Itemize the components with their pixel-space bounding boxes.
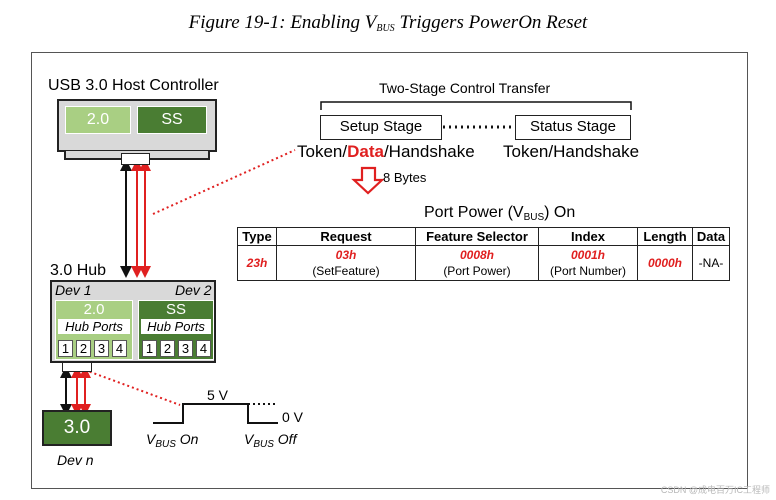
table-header-row: Type Request Feature Selector Index Leng… [237,227,730,246]
data-packet-highlight: Data [347,142,384,161]
status-stage-packets: Token/Handshake [503,142,640,161]
hub-box: Dev 1 Dev 2 2.0 Hub Ports 1 2 3 4 SS Hub… [50,280,216,363]
bytes-label: 8 Bytes [383,170,427,185]
hub-usb2-port-2: 2 [76,340,91,357]
transfer-heading: Two-Stage Control Transfer [379,80,551,96]
vbus-off-label: VBUS Off [244,431,297,450]
header-index: Index [538,227,638,246]
setup-stage-box: Setup Stage [320,115,442,140]
figure-title: Figure 19-1: Enabling VBUS Triggers Powe… [188,12,588,34]
hub-usb2-ports-label: Hub Ports [58,319,130,334]
table-row: 23h 03h(SetFeature) 0008h(Port Power) 00… [237,245,730,281]
hub-usb2-label: 2.0 [83,301,105,318]
cell-data: -NA- [692,245,730,281]
cell-type: 23h [237,245,277,281]
hub-ss-port-4: 4 [196,340,211,357]
header-type: Type [237,227,277,246]
watermark: CSDN @成电百万IC工程师 [660,485,770,495]
vbus-high-label: 5 V [207,387,229,403]
vbus-waveform [153,403,278,424]
vbus-on-label: VBUS On [146,431,199,450]
hub-label: 3.0 Hub [50,262,107,279]
hub-usb2-port-1: 1 [58,340,73,357]
transfer-bracket [320,101,632,110]
down-arrow-icon [351,166,385,195]
port-power-table: Type Request Feature Selector Index Leng… [237,227,730,281]
host-ss-port: SS [137,106,207,134]
hub-downstream-connector [62,362,92,372]
cell-feature-selector: 0008h(Port Power) [415,245,539,281]
host-controller-label: USB 3.0 Host Controller [48,77,219,94]
cell-index: 0001h(Port Number) [538,245,638,281]
hub-usb2-port-3: 3 [94,340,109,357]
host-downstream-connector [121,153,150,165]
header-length: Length [637,227,693,246]
hub-usb2-port-4: 4 [112,340,127,357]
hub-ss-port-3: 3 [178,340,193,357]
device-label: Dev n [57,452,94,468]
diagram-frame [31,52,748,489]
hub-ss-ports-label: Hub Ports [141,319,211,334]
hub-ss-label: SS [165,301,186,318]
header-request: Request [276,227,416,246]
device-box: 3.0 [42,410,112,446]
hub-dev2-label: Dev 2 [175,282,212,298]
host-usb2-port: 2.0 [65,106,131,134]
status-stage-box: Status Stage [515,115,631,140]
cell-request: 03h(SetFeature) [276,245,416,281]
host-controller-box: 2.0 SS [57,99,217,152]
cell-length: 0000h [637,245,693,281]
hub-dev1-label: Dev 1 [55,282,92,298]
vbus-low-label: 0 V [282,409,304,425]
header-data: Data [692,227,730,246]
setup-stage-packets: Token/Data/Handshake [297,142,475,161]
hub-ss-port-1: 1 [142,340,157,357]
header-feature-selector: Feature Selector [415,227,539,246]
hub-ss-port-2: 2 [160,340,175,357]
port-power-title: Port Power (VBUS) On [424,204,576,223]
callout-port-to-vbus [84,369,181,406]
callout-host-to-transfer [152,149,296,215]
